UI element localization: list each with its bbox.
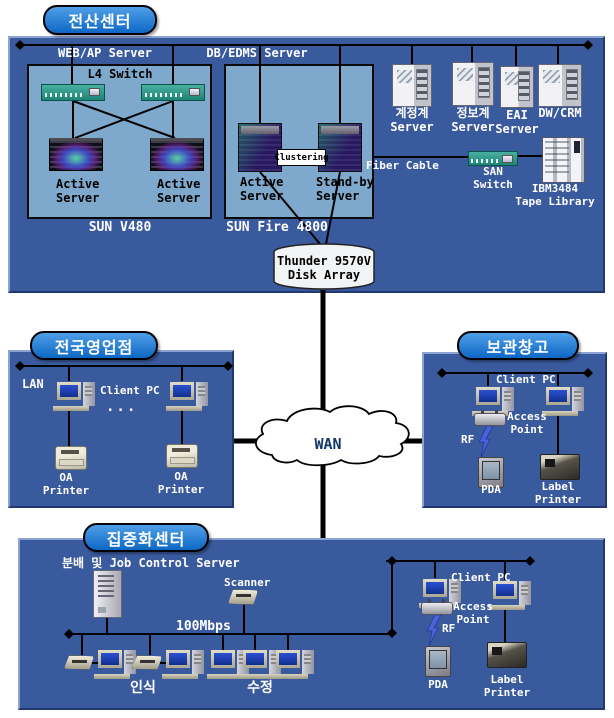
l4-switch-label: L4 Switch	[87, 67, 153, 81]
rack-server-icon	[150, 138, 204, 171]
l4-switch-icon	[41, 84, 105, 101]
oa-printer-icon	[166, 444, 198, 468]
active-server-label: Active Server	[240, 175, 284, 204]
pda-label: PDA	[481, 483, 501, 496]
oa-printer-label: OA Printer	[157, 470, 205, 496]
ellipsis-label: ...	[106, 399, 138, 415]
l4-switch-icon	[141, 84, 205, 101]
rf-bolt-icon	[426, 615, 442, 647]
label-printer-icon	[487, 642, 527, 668]
tower-server-icon	[318, 123, 362, 172]
access-point-icon	[421, 599, 453, 615]
rf-label: RF	[461, 433, 475, 446]
correction-label: 수정	[247, 680, 273, 696]
client-pc-icon	[542, 386, 584, 416]
branch-offices-panel	[8, 350, 234, 508]
access-point-label: Access Point	[507, 410, 547, 436]
wan-label: WAN	[314, 435, 342, 453]
job-control-server-icon	[93, 570, 122, 618]
centralization-center-panel	[18, 538, 605, 710]
client-pc-label: Client PC	[451, 571, 511, 584]
warehouse-panel	[422, 352, 607, 508]
sun-v480-caption: SUN V480	[88, 220, 152, 235]
tape-library-icon	[542, 137, 585, 183]
label-printer-label: Label Printer	[483, 673, 531, 699]
tower-server-icon	[238, 123, 282, 172]
eai-server-label: EAI Server	[495, 108, 539, 137]
fiber-cable-label: Fiber Cable	[366, 159, 439, 172]
clustering-link-box: Clustering	[274, 149, 329, 166]
correction-pc-icon	[272, 649, 314, 679]
centralization-center-title: 집중화센터	[83, 523, 209, 552]
bandwidth-label: 100Mbps	[176, 619, 231, 634]
san-switch-icon	[468, 151, 518, 166]
san-switch-label: SAN Switch	[473, 165, 513, 191]
job-control-server-label: 분배 및 Job Control Server	[62, 556, 240, 570]
recognition-pc-icon	[162, 649, 204, 679]
dw-crm-label: DW/CRM	[538, 106, 582, 120]
warehouse-title: 보관창고	[457, 331, 579, 360]
client-pc-icon	[53, 381, 95, 411]
rf-bolt-icon	[478, 426, 494, 458]
eai-server-icon	[500, 66, 534, 108]
active-server-label: Active Server	[157, 177, 201, 206]
pda-label: PDA	[428, 678, 448, 691]
web-ap-group-label: WEB/AP Server	[58, 46, 152, 60]
account-server-label: 계정계 Server	[390, 106, 434, 135]
client-pc-label: Client PC	[496, 373, 556, 386]
scanner-icon	[228, 589, 258, 605]
disk-array-icon: Thunder 9570V Disk Array	[273, 243, 375, 290]
recognition-pc-icon	[94, 649, 136, 679]
client-pc-label: Client PC	[100, 384, 160, 397]
dw-crm-server-icon	[538, 64, 582, 107]
scanner-label: Scanner	[224, 576, 271, 589]
computing-center-title: 전산센터	[43, 5, 157, 35]
client-pc-icon	[472, 386, 514, 416]
rack-server-icon	[49, 138, 103, 171]
pda-icon	[425, 646, 451, 677]
recognition-label: 인식	[130, 680, 156, 696]
client-pc-icon	[166, 381, 208, 411]
account-server-icon	[392, 64, 432, 107]
info-server-label: 정보계 Server	[451, 106, 495, 135]
rf-label: RF	[442, 622, 456, 635]
scanner-icon	[64, 655, 94, 670]
disk-array-label: Thunder 9570V Disk Array	[277, 254, 371, 283]
sun-fire-caption: SUN Fire 4800	[226, 220, 328, 235]
lan-label: LAN	[22, 377, 44, 391]
access-point-icon	[474, 410, 506, 426]
tape-library-label: IBM3484 Tape Library	[515, 182, 595, 208]
client-pc-icon	[489, 580, 531, 610]
db-edms-group-label: DB/EDMS Server	[206, 46, 308, 60]
active-server-label: Active Server	[56, 177, 100, 206]
pda-icon	[478, 457, 504, 488]
scanner-icon	[132, 655, 162, 670]
info-server-icon	[452, 62, 494, 106]
label-printer-label: Label Printer	[534, 480, 582, 506]
branch-offices-title: 전국영업점	[30, 331, 158, 360]
oa-printer-icon	[55, 446, 87, 470]
access-point-label: Access Point	[453, 600, 493, 626]
standby-server-label: Stand-by Server	[316, 175, 374, 204]
oa-printer-label: OA Printer	[42, 471, 90, 497]
label-printer-icon	[540, 454, 580, 480]
